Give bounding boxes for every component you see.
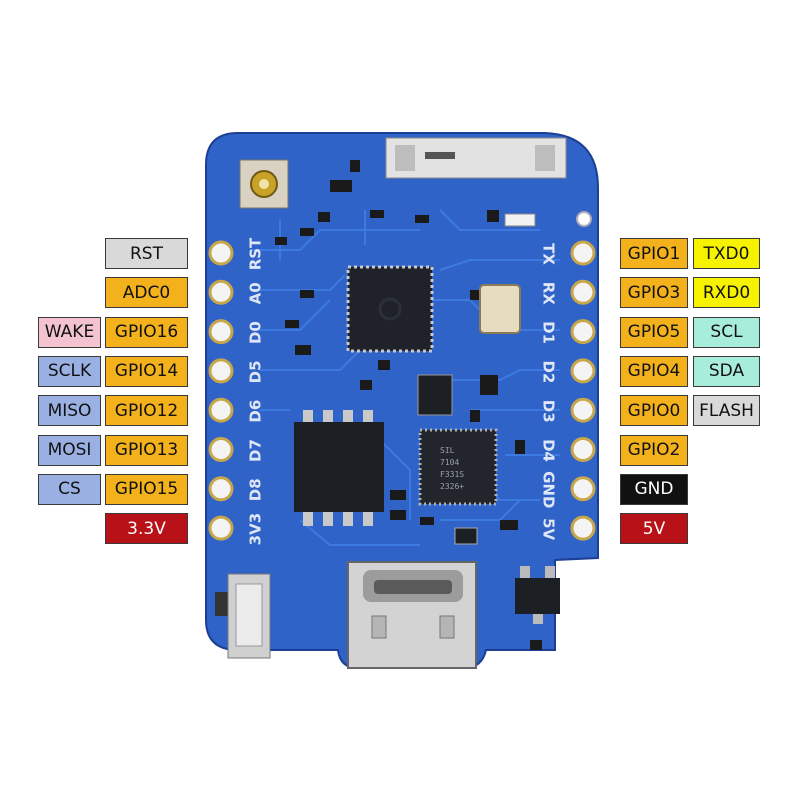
micro-usb-port (347, 561, 477, 669)
pin-hole-d7 (208, 437, 234, 462)
label-gpio0: GPIO0 (620, 395, 688, 427)
label-gpio16: GPIO16 (105, 316, 188, 348)
label-gpio15: GPIO15 (105, 473, 188, 505)
silkscreen-d2: D2 (540, 360, 558, 383)
pin-hole-tx (570, 240, 596, 266)
silkscreen-3v3: 3V3 (247, 513, 265, 545)
silkscreen-d7: D7 (247, 439, 265, 462)
flash-chip (294, 410, 384, 526)
silkscreen-d5: D5 (247, 360, 265, 383)
silkscreen-tx: TX (540, 243, 558, 265)
pin-hole-d6 (208, 397, 234, 423)
pin-hole-d8 (208, 476, 234, 502)
esp8266-chip (346, 265, 434, 353)
transistor-chip (417, 374, 453, 416)
label-5v: 5V (620, 513, 688, 545)
label-scl: SCL (693, 316, 760, 348)
label-gpio12: GPIO12 (105, 395, 188, 427)
pin-hole-rst (208, 240, 234, 266)
diode (454, 527, 478, 545)
crystal (479, 284, 521, 334)
chip-marking-4: 2326+ (440, 482, 464, 491)
label-gpio1: GPIO1 (620, 238, 688, 269)
label-sclk: SCLK (38, 355, 101, 387)
label-gpio5: GPIO5 (620, 316, 688, 348)
label-cs: CS (38, 473, 101, 505)
pin-hole-d0 (208, 319, 234, 345)
pin-hole-d3 (570, 397, 596, 423)
silkscreen-d3: D3 (540, 400, 558, 423)
silkscreen-rx: RX (540, 282, 558, 306)
label-txd0: TXD0 (693, 238, 760, 269)
led (504, 213, 536, 227)
label-flash: FLASH (693, 395, 760, 427)
label-wake: WAKE (38, 316, 101, 348)
silkscreen-d4: D4 (540, 439, 558, 462)
usb-serial-chip: SIL 7104 F331S 2326+ (418, 428, 498, 506)
silkscreen-5v: 5V (540, 518, 558, 540)
silkscreen-d1: D1 (540, 321, 558, 344)
pin-hole-d4 (570, 437, 596, 462)
label-rst: RST (105, 238, 188, 269)
silkscreen-rst: RST (247, 237, 265, 270)
label-mosi: MOSI (38, 434, 101, 466)
chip-marking-3: F331S (440, 470, 464, 479)
label-3-3v: 3.3V (105, 513, 188, 545)
pin-hole-3v3 (208, 515, 234, 541)
reset-button (215, 573, 271, 659)
pin-hole-d1 (570, 319, 596, 345)
label-gpio3: GPIO3 (620, 277, 688, 309)
label-rxd0: RXD0 (693, 277, 760, 309)
pin-hole-a0 (208, 279, 234, 305)
smd-components (275, 160, 542, 650)
label-gpio4: GPIO4 (620, 355, 688, 387)
chip-marking-1: SIL (440, 446, 455, 455)
label-gpio14: GPIO14 (105, 355, 188, 387)
label-gpio2: GPIO2 (620, 434, 688, 466)
pin-hole-rx (570, 279, 596, 305)
silkscreen-d0: D0 (247, 321, 265, 344)
silkscreen-gnd: GND (540, 471, 558, 508)
pin-hole-gnd (570, 476, 596, 502)
label-gnd: GND (620, 473, 688, 505)
pin-hole-5v (570, 515, 596, 541)
pin-hole-d2 (570, 358, 596, 384)
voltage-regulator (515, 566, 560, 624)
pin-hole-d5 (208, 358, 234, 384)
pcb-traces (250, 209, 560, 546)
label-sda: SDA (693, 355, 760, 387)
label-gpio13: GPIO13 (105, 434, 188, 466)
chip-marking-2: 7104 (440, 458, 459, 467)
silkscreen-a0: A0 (247, 282, 265, 304)
silkscreen-d6: D6 (247, 400, 265, 423)
label-adc0: ADC0 (105, 277, 188, 309)
label-miso: MISO (38, 395, 101, 427)
silkscreen-d8: D8 (247, 478, 265, 501)
